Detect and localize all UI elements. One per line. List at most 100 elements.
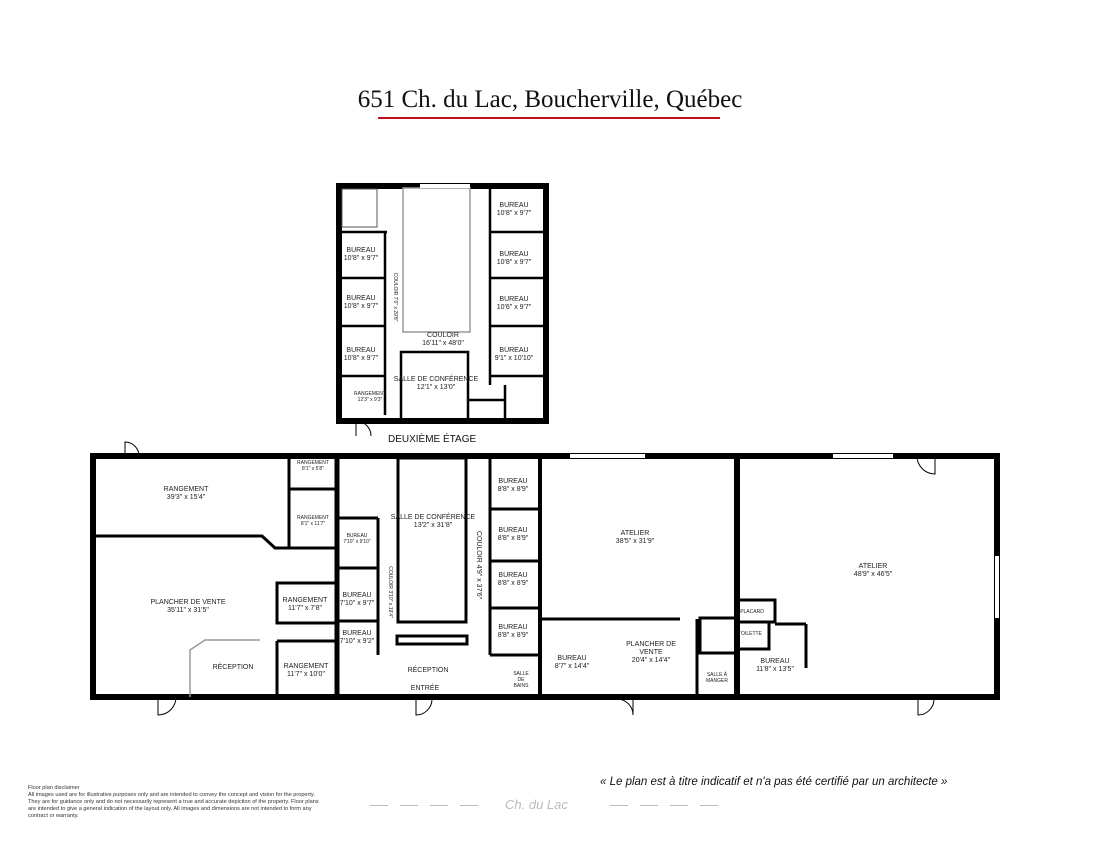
room-name: BUREAU: [346, 247, 376, 254]
room-name: BUREAU: [346, 347, 376, 354]
room-name: RANGEMENT: [297, 460, 329, 466]
room-name: SALLE DE CONFÉRENCE: [390, 514, 476, 521]
room-dims: 11'7" x 10'0": [287, 671, 325, 678]
street-dash: [370, 805, 388, 806]
room-dims: 8'8" x 8'9": [497, 580, 529, 587]
room-dims: 8'1" x 5'8": [302, 466, 324, 472]
room-name: BUREAU: [342, 592, 372, 599]
street-dash: [700, 805, 718, 806]
room-dims: 12'3" x 9'3": [357, 397, 383, 403]
room-dims: 10'8" x 9'7": [343, 303, 379, 310]
room-dims: 9'1" x 10'10": [494, 355, 534, 362]
room-dims: 48'9" x 46'5": [853, 571, 893, 578]
room-label: COULOIR 4'9" x 37'6": [474, 531, 482, 599]
room-name: COULOIR: [392, 272, 398, 296]
room-name: BUREAU: [346, 295, 376, 302]
street-dash: [610, 805, 628, 806]
room-name: PLACARD: [740, 609, 764, 615]
room-name: BUREAU: [498, 527, 528, 534]
room-name: BUREAU: [346, 533, 368, 539]
room-name: BUREAU: [499, 347, 529, 354]
room-name: BUREAU: [499, 251, 529, 258]
room-label: PLACARD: [740, 609, 764, 615]
street-dash: [460, 805, 478, 806]
room-dims: 8'1" x 11'7": [300, 521, 326, 527]
room-dims: 3'10" x 19'4": [387, 590, 393, 618]
room-dims: 10'8" x 9'7": [343, 255, 379, 262]
room-name: BUREAU: [557, 655, 587, 662]
room-name: BUREAU: [498, 478, 528, 485]
room-name: RANGEMENT: [283, 663, 329, 670]
room-dims: 8'8" x 8'9": [497, 535, 529, 542]
room-name: COULOIR: [427, 332, 459, 339]
street-dash: [400, 805, 418, 806]
room-name: BUREAU: [498, 624, 528, 631]
room-name: SALLE DE CONFÉRENCE: [393, 376, 479, 383]
street-dash: [670, 805, 688, 806]
page-title: 651 Ch. du Lac, Boucherville, Québec: [357, 86, 743, 113]
upper-stairs: [341, 188, 378, 228]
room-label: ENTRÉE: [411, 685, 439, 693]
room-name: BUREAU: [342, 630, 372, 637]
room-dims: 10'8" x 9'7": [496, 210, 532, 217]
room-name: RANGEMENT: [282, 597, 328, 604]
room-name: COULOIR: [475, 530, 482, 563]
certification-note: « Le plan est à titre indicatif et n'a p…: [600, 776, 948, 788]
room-name: RANGEMENT: [163, 486, 209, 493]
upper-atrium: [402, 187, 471, 333]
room-dims: 8'7" x 14'4": [554, 663, 590, 670]
room-name: SALLE À MANGER: [706, 672, 728, 684]
room-dims: 11'8" x 13'5": [756, 666, 794, 673]
room-dims: 8'8" x 8'9": [497, 632, 529, 639]
room-name: RANGEMENT: [297, 515, 329, 521]
room-label: SALLE À MANGER: [705, 672, 729, 684]
title-underline: [378, 117, 720, 119]
room-name: COULOIR: [387, 566, 393, 589]
room-name: PLANCHER DE VENTE: [626, 641, 676, 656]
room-name: TOILETTE: [738, 631, 762, 637]
room-name: RÉCEPTION: [212, 664, 254, 671]
room-label: RÉCEPTION: [213, 664, 254, 672]
room-dims: 7'10" x 9'2": [339, 638, 375, 645]
street-dash: [430, 805, 448, 806]
room-name: ENTRÉE: [410, 685, 440, 692]
floor-label: DEUXIÈME ÉTAGE: [388, 434, 477, 445]
disclaimer-heading: Floor plan disclaimer: [28, 785, 80, 791]
floor-plan-disclaimer: Floor plan disclaimer All images used ar…: [28, 785, 328, 820]
room-label: TOILETTE: [738, 631, 762, 637]
room-label: COULOIR 7'0" x 29'8": [392, 273, 398, 322]
room-name: PLANCHER DE VENTE: [150, 599, 226, 606]
room-dims: 35'11" x 31'5": [167, 607, 209, 614]
room-dims: 7'10" x 9'7": [339, 600, 375, 607]
room-dims: 16'11" x 48'0": [422, 340, 464, 347]
room-dims: 38'5" x 31'9": [615, 538, 655, 545]
street-label: Ch. du Lac: [505, 797, 568, 812]
room-label: SALLE DE BAINS: [511, 671, 531, 689]
room-dims: 8'8" x 8'9": [497, 486, 529, 493]
